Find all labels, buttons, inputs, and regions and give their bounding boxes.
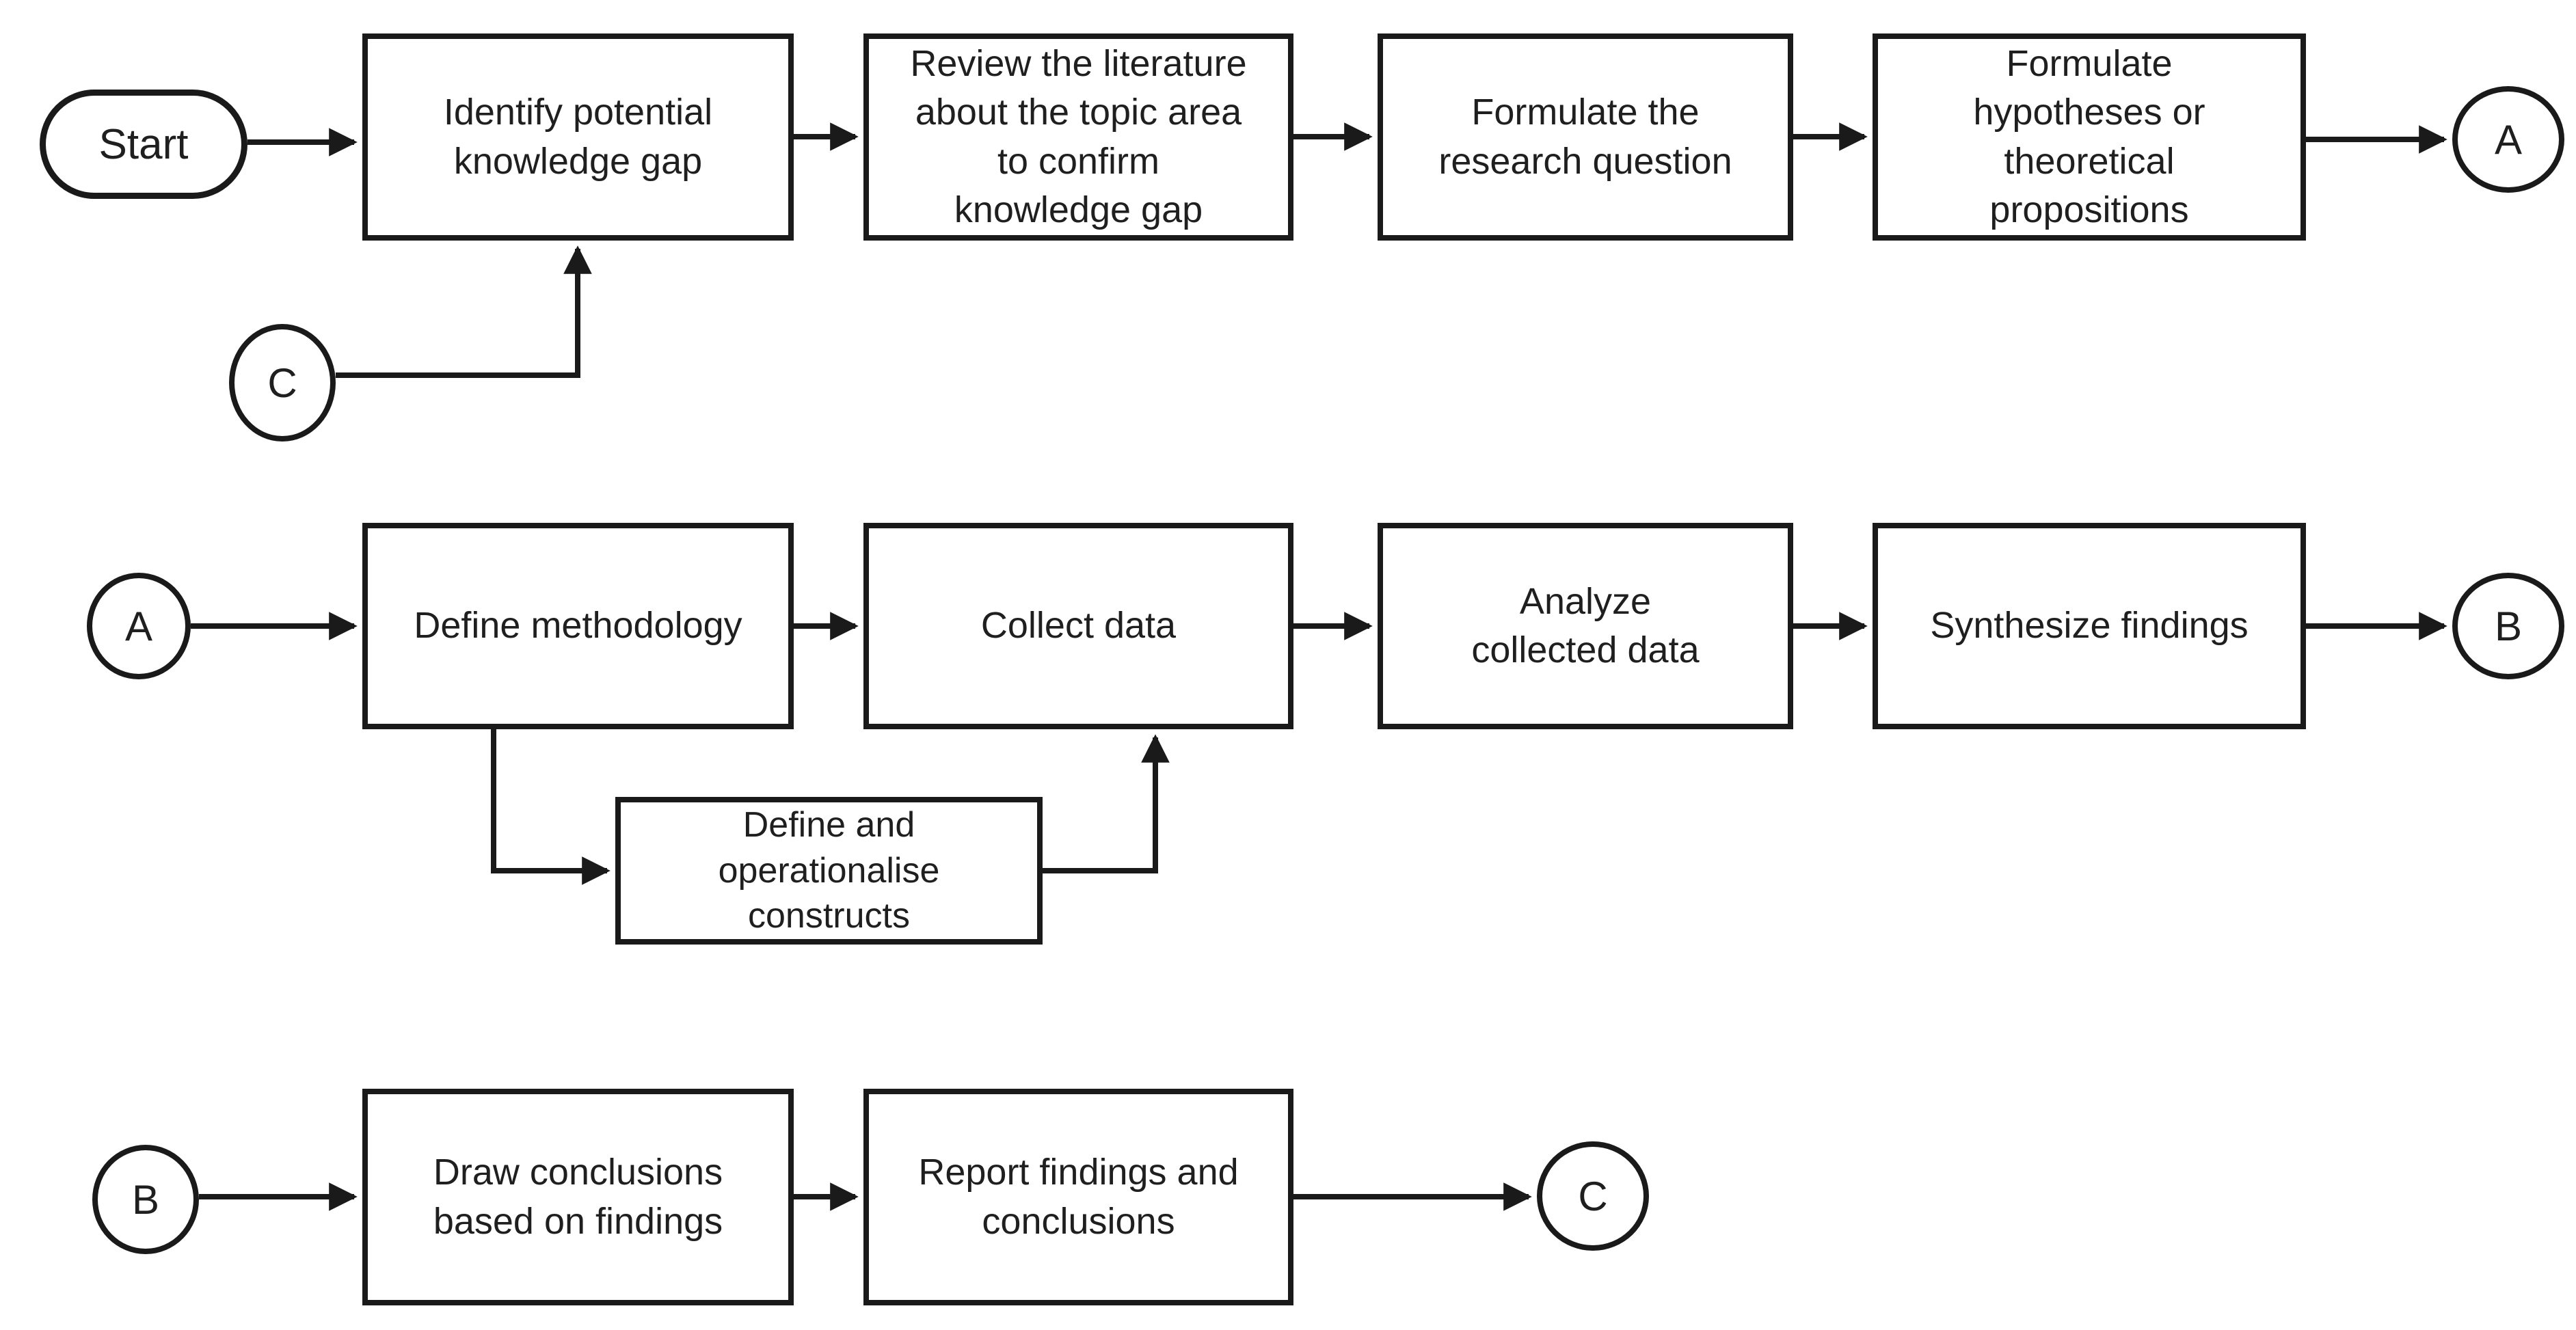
process-formulate-hypotheses: Formulate hypotheses or theoretical prop… <box>1873 33 2306 241</box>
process-report-findings: Report findings and conclusions <box>863 1089 1293 1305</box>
process-analyze-collected-data: Analyze collected data <box>1378 523 1793 729</box>
start-terminator: Start <box>40 90 247 199</box>
process-review-literature: Review the literature about the topic ar… <box>863 33 1293 241</box>
connector-b-incoming: B <box>92 1145 199 1254</box>
process-define-methodology: Define methodology <box>362 523 794 729</box>
edge-define-constructs-to-collect-data <box>1043 734 1170 873</box>
connector-c-incoming: C <box>229 324 336 442</box>
process-draw-conclusions: Draw conclusions based on findings <box>362 1089 794 1305</box>
process-identify-knowledge-gap: Identify potential knowledge gap <box>362 33 794 241</box>
edge-connector-c-to-identify-gap <box>336 245 592 378</box>
edge-define-methodology-to-define-constructs <box>491 729 611 885</box>
process-synthesize-findings: Synthesize findings <box>1873 523 2306 729</box>
process-collect-data: Collect data <box>863 523 1293 729</box>
process-formulate-research-question: Formulate the research question <box>1378 33 1793 241</box>
connector-b-outgoing: B <box>2452 573 2564 679</box>
connector-a-outgoing: A <box>2452 86 2564 193</box>
process-define-operationalise-constructs: Define and operationalise constructs <box>615 797 1043 945</box>
connector-a-incoming: A <box>87 573 191 679</box>
connector-c-outgoing: C <box>1537 1141 1649 1251</box>
